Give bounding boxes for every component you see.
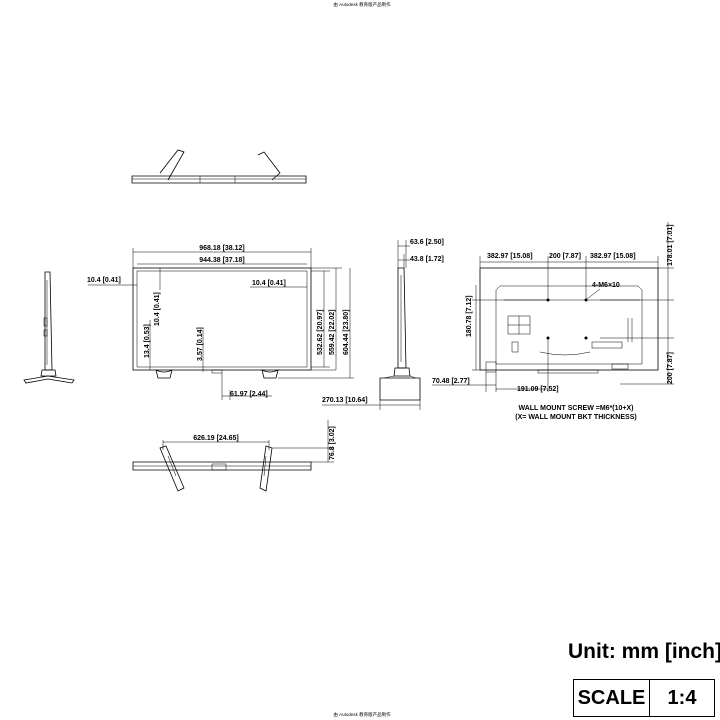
unit-label: Unit: mm [inch] [568, 640, 720, 663]
dim-rear-left-mount: 382.97 [15.08] [487, 253, 533, 260]
dim-side-stand-depth: 270.13 [10.64] [322, 397, 368, 404]
dim-panel-height: 559.42 [22.02] [329, 309, 336, 355]
bottom-view: 626.19 [24.65] 76.8 [3.02] [132, 420, 336, 492]
front-view: 968.18 [38.12] 944.38 [37.18] 10.4 [0.41… [87, 245, 354, 400]
dim-stand-spacing: 626.19 [24.65] [193, 435, 239, 442]
dim-depth-panel: 43.8 [1.72] [410, 256, 444, 263]
dim-left-bezel: 10.4 [0.41] [87, 277, 121, 284]
rear-view: 382.97 [15.08] 200 [7.87] 382.97 [15.08]… [432, 222, 674, 421]
screw-label: 4-M6×10 [592, 282, 620, 289]
footer-text: 由 Autodesk 教育版产品制作 [333, 711, 391, 718]
dim-stand-offset: 61.97 [2.44] [230, 391, 268, 398]
wall-mount-note-2: (X= WALL MOUNT BKT THICKNESS) [515, 414, 636, 421]
dim-rear-right-mount: 382.97 [15.08] [590, 253, 636, 260]
left-side-view [23, 271, 75, 384]
right-side-view: 63.6 [2.50] 43.8 [1.72] 270.13 [10.64] [322, 239, 444, 410]
dim-rear-bottom-left: 70.48 [2.77] [432, 378, 470, 385]
dim-bottom-stand-depth: 76.8 [3.02] [329, 426, 336, 460]
dim-logo-offset: 3.57 [0.14] [197, 327, 204, 361]
dim-screen-height: 532.62 [20.97] [317, 309, 324, 355]
dim-depth-total: 63.6 [2.50] [410, 239, 444, 246]
dim-vesa-horizontal: 200 [7.87] [549, 253, 581, 260]
top-view [131, 149, 307, 184]
dim-overall-width: 968.18 [38.12] [199, 245, 245, 252]
scale-box: SCALE 1:4 [573, 679, 715, 717]
scale-value: 1:4 [667, 686, 697, 709]
dim-bottom-bezel: 13.4 [0.53] [144, 324, 151, 358]
dim-overall-height: 604.44 [23.80] [343, 309, 350, 355]
dim-right-bezel: 10.4 [0.41] [252, 280, 286, 287]
dim-top-bezel: 10.4 [0.41] [154, 292, 161, 326]
scale-label: SCALE [574, 680, 650, 716]
dim-rear-left-height: 180.78 [7.12] [466, 295, 473, 337]
dim-rear-top-offset: 178.01 [7.01] [667, 224, 674, 266]
header-text: 由 Autodesk 教育版产品制作 [333, 1, 391, 8]
wall-mount-note-1: WALL MOUNT SCREW =M6*(10+X) [519, 405, 634, 412]
dim-vesa-vertical: 200 [7.87] [667, 352, 674, 384]
dim-screen-width: 944.38 [37.18] [199, 257, 245, 264]
dim-rear-bottom-offset: 191.09 [7.52] [517, 386, 559, 393]
